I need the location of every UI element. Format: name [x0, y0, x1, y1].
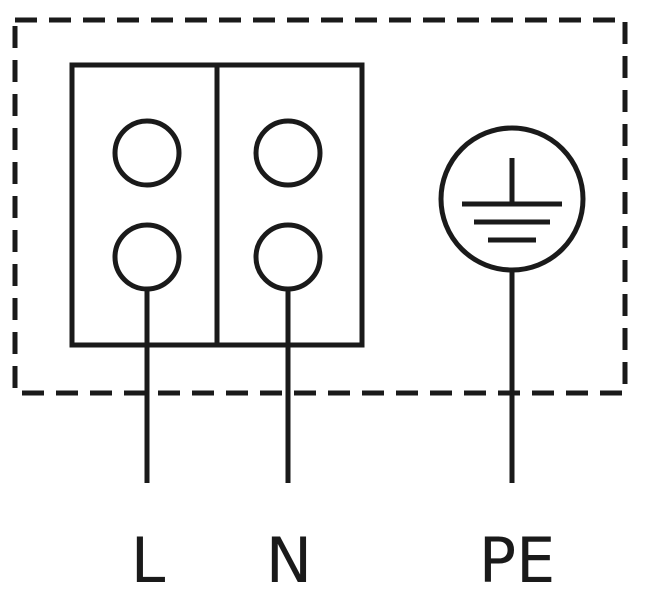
l-terminal-upper-screw: [112, 118, 182, 188]
n-terminal-lower-screw: [253, 222, 323, 292]
line-terminal-label: L: [130, 524, 166, 597]
n-terminal-upper-screw: [253, 118, 323, 188]
earth-terminal-label: PE: [478, 524, 556, 597]
neutral-terminal-label: N: [265, 524, 313, 597]
l-terminal-lower-screw: [112, 222, 182, 292]
protective-earth-icon: [462, 158, 562, 243]
enclosure-dashed-border: [12, 17, 628, 396]
